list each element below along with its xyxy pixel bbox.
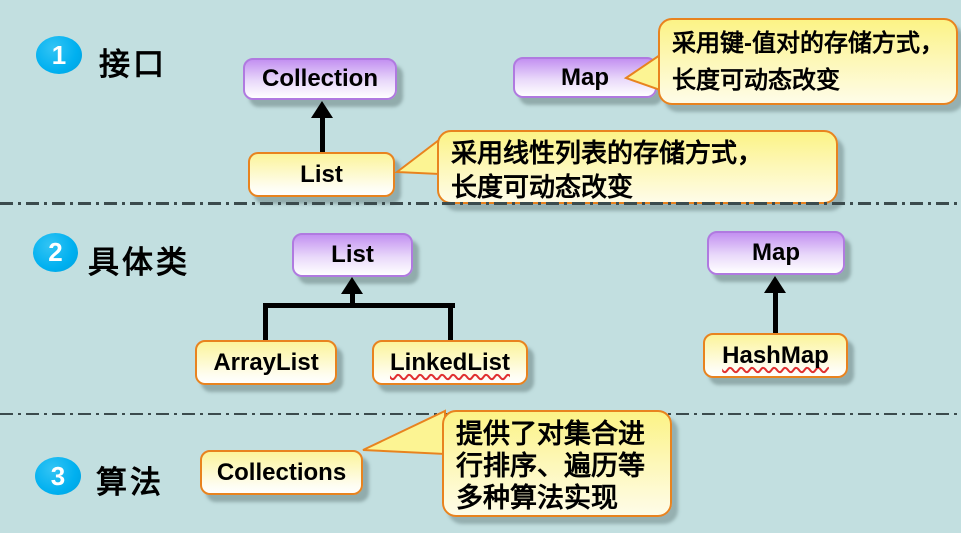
list-callout-pointer: [394, 137, 440, 176]
node-map-class-label: Map: [752, 239, 800, 266]
inheritance-arrow-hashmap-to-map: [764, 276, 786, 333]
node-hashmap-label: HashMap: [722, 341, 829, 369]
node-collection-interface: Collection: [243, 58, 397, 100]
node-arraylist-label: ArrayList: [213, 348, 319, 376]
list-callout-line1: 采用线性列表的存储方式，: [451, 138, 764, 168]
node-linkedlist-label: LinkedList: [389, 348, 510, 376]
inheritance-arrow-to-list: [341, 277, 363, 307]
map-callout: 采用键-值对的存储方式， 长度可动态改变: [658, 18, 958, 105]
arrowhead-icon: [341, 277, 363, 294]
section-3-title: 算法: [96, 465, 164, 500]
section-divider-1: [0, 202, 961, 205]
section-2-number-badge: 2: [33, 233, 78, 272]
collections-callout-line2: 行排序、遍历等: [456, 450, 645, 481]
collections-callout-line1: 提供了对集合进: [456, 419, 645, 449]
node-linkedlist: LinkedList: [372, 340, 528, 385]
map-callout-line1: 采用键-值对的存储方式，: [672, 30, 944, 57]
arrowhead-icon: [311, 101, 333, 118]
list-callout: 采用线性列表的存储方式， 长度可动态改变: [437, 130, 838, 204]
connector-arraylist: [263, 303, 268, 341]
collections-callout: 提供了对集合进 行排序、遍历等 多种算法实现: [442, 410, 672, 517]
connector-horizontal: [263, 303, 455, 308]
node-arraylist: ArrayList: [195, 340, 337, 385]
map-callout-line2: 长度可动态改变: [672, 67, 840, 95]
node-hashmap: HashMap: [703, 333, 848, 378]
node-map-interface-label: Map: [561, 63, 609, 91]
node-collection-label: Collection: [261, 65, 378, 92]
section-1-number-badge: 1: [36, 36, 82, 74]
node-list-interface: List: [248, 152, 395, 197]
section-3-number-badge: 3: [35, 457, 81, 495]
node-list-class: List: [292, 233, 413, 277]
collections-callout-line3: 多种算法实现: [456, 482, 618, 513]
node-collections-label: Collections: [216, 458, 347, 486]
connector-linkedlist: [448, 303, 453, 341]
node-list-interface-label: List: [300, 160, 343, 188]
section-1-title: 接口: [99, 47, 167, 82]
collections-callout-pointer: [362, 409, 446, 456]
arrow-shaft: [772, 293, 778, 333]
node-list-class-label: List: [331, 241, 374, 268]
arrowhead-icon: [764, 276, 786, 293]
section-2-title: 具体类: [88, 245, 190, 280]
node-map-class: Map: [707, 231, 845, 275]
inheritance-arrow-list-to-collection: [311, 101, 333, 152]
node-collections-class: Collections: [200, 450, 363, 495]
arrow-shaft: [349, 294, 355, 307]
list-callout-line2: 长度可动态改变: [451, 171, 634, 202]
arrow-shaft: [319, 118, 325, 152]
